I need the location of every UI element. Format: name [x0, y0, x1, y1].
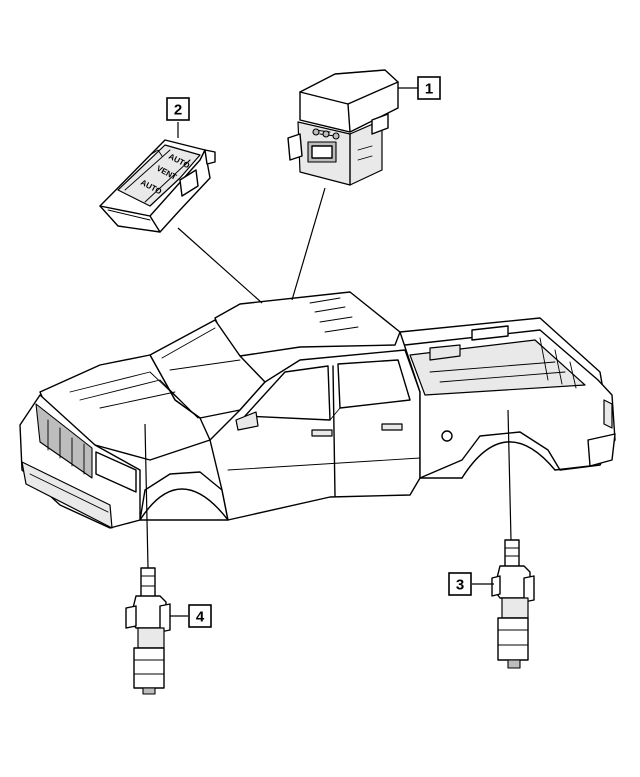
part-3-sensor	[491, 539, 535, 669]
leader-lines	[144, 87, 512, 617]
callout-label-3: 3	[456, 577, 464, 594]
leader-line-2-to-truck	[177, 227, 263, 304]
callout-label-1: 1	[425, 81, 433, 98]
part-1-window-switch	[287, 69, 399, 186]
part-4-sensor	[125, 567, 171, 695]
pickup-truck-body	[19, 291, 616, 529]
leader-line-3-to-truck	[507, 409, 512, 541]
leader-line-1-to-truck	[291, 187, 326, 301]
callout-3: 3	[448, 572, 472, 596]
callout-2: 2	[166, 97, 190, 121]
part-2-master-window-switch: AUTO VENT AUTO	[99, 139, 216, 233]
leader-line-4-to-truck	[144, 423, 149, 569]
callout-4: 4	[188, 604, 212, 628]
callout-label-2: 2	[174, 102, 182, 119]
callout-label-4: 4	[196, 609, 205, 626]
callout-1: 1	[417, 76, 441, 100]
